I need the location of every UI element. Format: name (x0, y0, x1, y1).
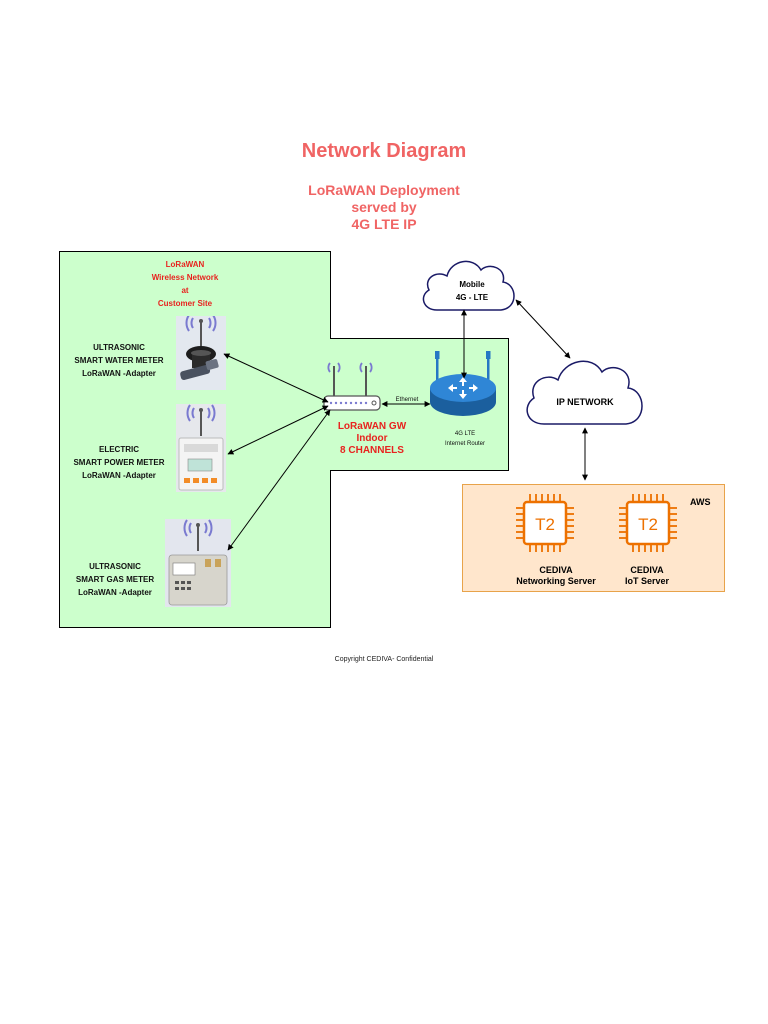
gateway-line-2: Indoor (356, 433, 388, 444)
networking-server-label: CEDIVA Networking Server (500, 565, 612, 587)
chip-text-networking: T2 (535, 515, 555, 534)
networking-server-line-1: CEDIVA (539, 565, 573, 575)
copyright-text: Copyright CEDIVA- Confidential (334, 656, 434, 663)
router-line-1: 4G LTE (454, 431, 476, 437)
mobile-cloud-line-1: Mobile (459, 280, 485, 289)
site-heading: LoRaWAN Wireless Network at Customer Sit… (120, 258, 250, 310)
ethernet-label: Ethernet (395, 397, 419, 403)
page-title: Network Diagram (301, 140, 467, 162)
gas-meter-link (227, 409, 331, 551)
site-heading-line-1: LoRaWAN (165, 260, 205, 269)
water-meter-line-1: ULTRASONIC (93, 343, 145, 352)
power-meter-icon (176, 404, 226, 492)
water-meter-label: ULTRASONIC SMART WATER METER LoRaWAN -Ad… (64, 341, 174, 380)
gateway-line-3: 8 CHANNELS (340, 445, 404, 456)
router-icon (430, 351, 496, 416)
gas-meter-label: ULTRASONIC SMART GAS METER LoRaWAN -Adap… (60, 560, 170, 599)
subtitle-line-3: 4G LTE IP (351, 216, 417, 232)
gas-meter-line-2: SMART GAS METER (75, 575, 155, 584)
gas-meter-line-3: LoRaWAN -Adapter (78, 588, 152, 597)
mobile-ip-link (515, 299, 571, 359)
t2-chip-icon-networking: T2 (516, 494, 574, 552)
gateway-label: LoRaWAN GW Indoor 8 CHANNELS (330, 421, 414, 457)
networking-server-line-2: Networking Server (516, 576, 596, 586)
router-line-2: Internet Router (444, 441, 486, 447)
aws-box (462, 484, 725, 592)
power-meter-line-3: LoRaWAN -Adapter (82, 471, 156, 480)
mobile-cloud-icon (422, 260, 515, 311)
iot-server-label: CEDIVA IoT Server (600, 565, 694, 587)
water-meter-line-3: LoRaWAN -Adapter (82, 369, 156, 378)
aws-label: AWS (690, 497, 711, 507)
water-meter-link (223, 353, 329, 403)
site-heading-line-3: at (181, 286, 189, 295)
router-label: 4G LTE Internet Router (435, 429, 495, 449)
power-meter-line-1: ELECTRIC (99, 445, 139, 454)
site-heading-line-2: Wireless Network (151, 273, 219, 282)
gas-meter-icon (165, 519, 231, 607)
site-heading-line-4: Customer Site (157, 299, 213, 308)
water-meter-line-2: SMART WATER METER (74, 356, 164, 365)
ip-network-cloud-icon (526, 360, 643, 425)
water-meter-icon (176, 316, 226, 390)
mobile-cloud-label: Mobile 4G - LTE (432, 278, 512, 304)
ip-network-label: IP NETWORK (556, 397, 614, 407)
iot-server-line-2: IoT Server (624, 576, 670, 586)
power-meter-link (227, 405, 329, 455)
gas-meter-line-1: ULTRASONIC (89, 562, 141, 571)
mobile-cloud-line-2: 4G - LTE (455, 293, 489, 302)
iot-server-line-1: CEDIVA (630, 565, 664, 575)
subtitle-line-2: served by (351, 199, 417, 215)
t2-chip-icon-iot: T2 (619, 494, 677, 552)
power-meter-label: ELECTRIC SMART POWER METER LoRaWAN -Adap… (64, 443, 174, 482)
power-meter-line-2: SMART POWER METER (73, 458, 165, 467)
subtitle-line-1: LoRaWAN Deployment (308, 182, 460, 198)
chip-text-iot: T2 (638, 515, 658, 534)
gateway-line-1: LoRaWAN GW (337, 421, 407, 432)
